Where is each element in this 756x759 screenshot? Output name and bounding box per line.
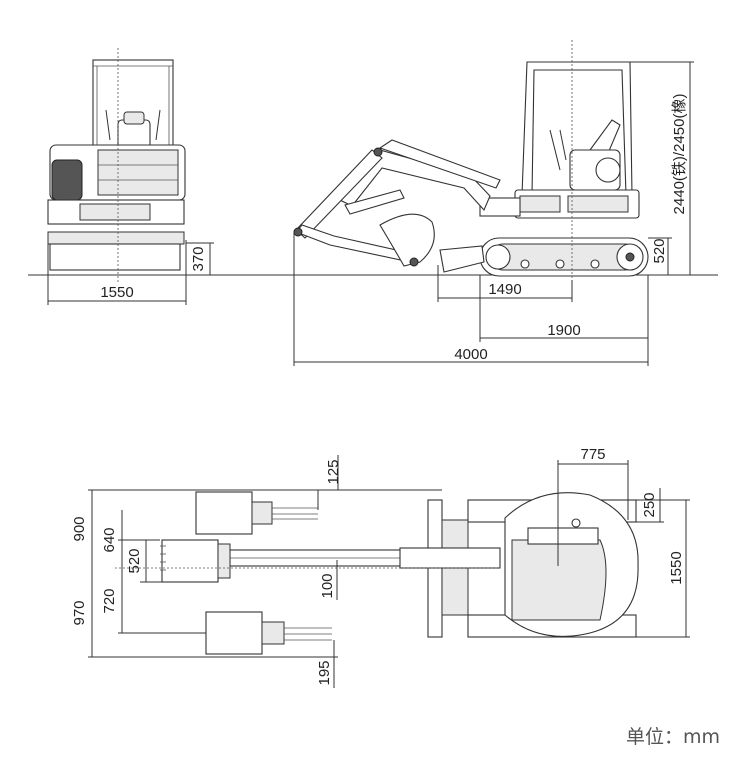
front-tracks bbox=[47, 231, 185, 245]
dim-side-1490: 1490 bbox=[488, 281, 521, 298]
front-view: 1550 370 bbox=[47, 48, 214, 305]
dim-top-640: 640 bbox=[101, 527, 118, 552]
dim-top-125: 125 bbox=[325, 459, 342, 484]
top-bucket-lower bbox=[205, 611, 263, 655]
dim-side-1900: 1900 bbox=[547, 322, 580, 339]
side-view: 2440(铁)/2450(橡) 520 1490 1900 4000 bbox=[293, 40, 694, 366]
unit-label: 单位：mm bbox=[626, 726, 721, 748]
dim-front-width: 1550 bbox=[100, 284, 133, 301]
dim-top-970: 970 bbox=[71, 600, 88, 625]
dim-side-height: 2440(铁)/2450(橡) bbox=[671, 94, 688, 215]
dim-top-250: 250 bbox=[641, 492, 658, 517]
side-boom-cylinder bbox=[378, 139, 501, 189]
top-bucket-center bbox=[161, 539, 219, 583]
dim-top-100: 100 bbox=[319, 573, 336, 598]
dim-top-195: 195 bbox=[316, 660, 333, 685]
side-bucket bbox=[379, 213, 435, 267]
side-arm bbox=[295, 149, 383, 239]
dim-front-clearance: 370 bbox=[190, 246, 207, 271]
side-blade bbox=[439, 245, 485, 273]
dim-top-720: 720 bbox=[101, 588, 118, 613]
dim-top-775: 775 bbox=[580, 446, 605, 463]
top-view: 900 970 640 720 520 125 100 195 775 250 … bbox=[71, 446, 690, 688]
dim-top-900: 900 bbox=[71, 516, 88, 541]
top-bucket-upper bbox=[195, 491, 253, 535]
dim-top-width: 1550 bbox=[668, 551, 685, 584]
dim-top-520: 520 bbox=[126, 548, 143, 573]
dim-side-track-height: 520 bbox=[651, 238, 668, 263]
dim-side-total: 4000 bbox=[454, 346, 487, 363]
